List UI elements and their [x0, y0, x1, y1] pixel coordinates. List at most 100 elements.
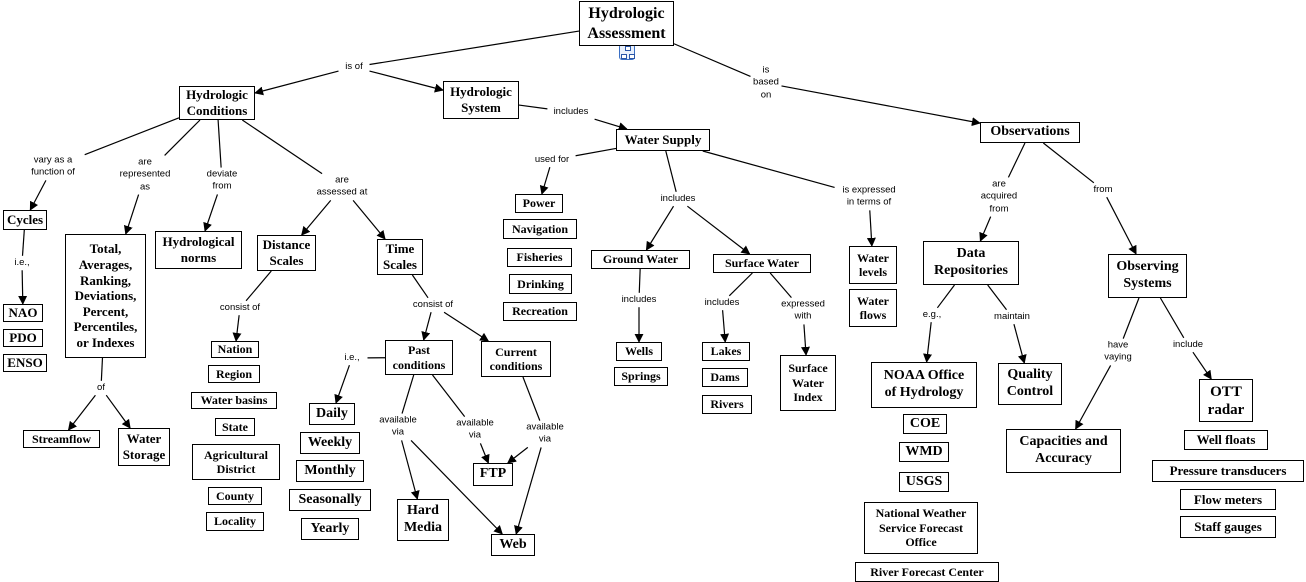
- concept-map-icon[interactable]: [619, 44, 635, 60]
- concept-node-flow-meters[interactable]: Flow meters: [1180, 489, 1276, 510]
- concept-node-pdo[interactable]: PDO: [3, 329, 43, 347]
- concept-node-surface-water[interactable]: Surface Water: [713, 254, 811, 273]
- edge-hydro-cond-to-vary: [84, 117, 180, 156]
- edge-assessed-to-distance-scales: [301, 200, 332, 236]
- link-label-include-obs: include: [1171, 338, 1205, 352]
- link-label-used-for: used for: [533, 153, 571, 167]
- link-label-expressed-terms: is expressed in terms of: [841, 184, 897, 210]
- link-label-of: of: [96, 381, 106, 395]
- link-label-consist-time: consist of: [411, 298, 455, 312]
- concept-node-web[interactable]: Web: [491, 534, 535, 556]
- link-label-from: from: [1092, 183, 1114, 197]
- edge-totals-to-of: [100, 357, 104, 381]
- concept-node-drinking[interactable]: Drinking: [509, 274, 572, 294]
- concept-node-wmd[interactable]: WMD: [899, 442, 949, 462]
- concept-node-usgs[interactable]: USGS: [899, 472, 949, 492]
- concept-node-water-storage[interactable]: Water Storage: [118, 428, 170, 466]
- edge-acquired-to-data-repos: [979, 216, 992, 242]
- link-label-deviate: deviate from: [205, 168, 239, 194]
- link-label-eg: e.g.,: [921, 308, 943, 322]
- concept-node-hard-media[interactable]: Hard Media: [397, 499, 449, 541]
- edge-hydro-assess-to-is-of: [369, 30, 580, 66]
- edge-past-cond-to-avail-1: [401, 374, 415, 414]
- concept-node-noaa-ohd[interactable]: NOAA Office of Hydrology: [871, 362, 977, 408]
- concept-node-navigation[interactable]: Navigation: [503, 219, 577, 239]
- concept-node-fisheries[interactable]: Fisheries: [507, 248, 572, 267]
- concept-node-water-flows[interactable]: Water flows: [849, 289, 897, 327]
- concept-node-rfc[interactable]: River Forecast Center: [855, 562, 999, 582]
- concept-node-daily[interactable]: Daily: [309, 403, 355, 425]
- concept-node-observations[interactable]: Observations: [980, 122, 1080, 143]
- concept-node-seasonally[interactable]: Seasonally: [289, 489, 371, 511]
- concept-node-water-levels[interactable]: Water levels: [849, 246, 897, 284]
- concept-node-ftp[interactable]: FTP: [473, 463, 513, 486]
- concept-node-totals[interactable]: Total, Averages, Ranking, Deviations, Pe…: [65, 234, 146, 358]
- concept-node-recreation[interactable]: Recreation: [503, 302, 577, 321]
- edge-observations-to-acquired: [1007, 142, 1026, 178]
- edge-surface-water-to-includes-sw: [728, 272, 753, 297]
- concept-node-capacities[interactable]: Capacities and Accuracy: [1006, 429, 1121, 473]
- concept-node-county[interactable]: County: [208, 487, 262, 505]
- concept-node-nws-wfo[interactable]: National Weather Service Forecast Office: [864, 502, 978, 554]
- concept-node-hydro-assess[interactable]: Hydrologic Assessment: [579, 1, 674, 46]
- concept-node-hydro-cond[interactable]: Hydrologic Conditions: [179, 86, 255, 120]
- edge-observing-sys-to-include-obs: [1159, 297, 1185, 339]
- edge-ground-water-to-includes-gw: [638, 268, 641, 293]
- concept-node-power[interactable]: Power: [515, 194, 563, 213]
- edge-hydro-assess-to-is-based-on: [673, 43, 751, 77]
- concept-node-ag-district[interactable]: Agricultural District: [192, 444, 280, 480]
- link-label-vary: vary as a function of: [30, 154, 76, 180]
- concept-node-weekly[interactable]: Weekly: [300, 432, 360, 454]
- edge-is-of-to-hydro-cond: [254, 70, 339, 96]
- link-label-includes-sys: includes: [552, 105, 590, 119]
- concept-node-locality[interactable]: Locality: [206, 512, 264, 531]
- concept-node-staff-gauges[interactable]: Staff gauges: [1180, 516, 1276, 538]
- concept-node-springs[interactable]: Springs: [614, 367, 668, 386]
- concept-node-time-scales[interactable]: Time Scales: [377, 239, 423, 275]
- concept-node-observing-sys[interactable]: Observing Systems: [1108, 254, 1187, 298]
- concept-node-dams[interactable]: Dams: [702, 368, 748, 387]
- edge-cycles-to-ie-cycles: [21, 229, 25, 256]
- concept-node-cycles[interactable]: Cycles: [3, 210, 47, 230]
- link-label-avail-2: available via: [455, 417, 495, 443]
- concept-node-ground-water[interactable]: Ground Water: [591, 250, 690, 269]
- concept-node-hydro-norms[interactable]: Hydrological norms: [155, 231, 242, 269]
- link-label-is-of: is of: [344, 60, 364, 74]
- concept-node-quality-control[interactable]: Quality Control: [998, 363, 1062, 405]
- concept-node-pressure-trans[interactable]: Pressure transducers: [1152, 460, 1304, 482]
- edge-hydro-sys-to-includes-sys: [518, 104, 548, 110]
- concept-node-state[interactable]: State: [215, 418, 255, 436]
- concept-node-past-cond[interactable]: Past conditions: [385, 340, 453, 375]
- concept-node-rivers[interactable]: Rivers: [702, 395, 752, 414]
- concept-node-ott-radar[interactable]: OTT radar: [1199, 379, 1253, 422]
- concept-node-distance-scales[interactable]: Distance Scales: [257, 235, 316, 271]
- concept-node-current-cond[interactable]: Current conditions: [481, 341, 551, 377]
- edge-water-supply-to-used-for: [575, 147, 617, 157]
- link-label-represented: are represented as: [118, 156, 172, 194]
- concept-node-yearly[interactable]: Yearly: [301, 518, 359, 540]
- concept-node-data-repos[interactable]: Data Repositories: [923, 241, 1019, 285]
- concept-node-swi[interactable]: Surface Water Index: [780, 355, 836, 411]
- edge-have-vaying-to-capacities: [1075, 365, 1112, 430]
- edge-ie-cycles-to-nao: [18, 270, 28, 305]
- link-label-assessed: are assessed at: [315, 174, 369, 200]
- concept-node-water-basins[interactable]: Water basins: [191, 392, 277, 409]
- concept-node-water-supply[interactable]: Water Supply: [616, 129, 710, 151]
- concept-node-well-floats[interactable]: Well floats: [1184, 430, 1268, 450]
- concept-node-nao[interactable]: NAO: [3, 304, 43, 322]
- concept-node-wells[interactable]: Wells: [616, 342, 662, 361]
- concept-node-coe[interactable]: COE: [903, 414, 947, 434]
- concept-node-enso[interactable]: ENSO: [3, 354, 47, 372]
- link-label-is-based-on: is based on: [752, 64, 780, 102]
- concept-node-region[interactable]: Region: [208, 365, 260, 383]
- concept-node-streamflow[interactable]: Streamflow: [23, 430, 100, 448]
- concept-node-lakes[interactable]: Lakes: [702, 342, 750, 361]
- edge-surface-water-to-expressed-with: [769, 272, 792, 298]
- concept-node-hydro-sys[interactable]: Hydrologic System: [443, 81, 519, 119]
- concept-node-nation[interactable]: Nation: [211, 341, 259, 358]
- concept-node-monthly[interactable]: Monthly: [296, 460, 364, 482]
- edge-time-scales-to-consist-time: [411, 274, 429, 299]
- edge-includes-ws-to-surface-water: [687, 205, 751, 255]
- edge-from-to-observing-sys: [1106, 196, 1137, 255]
- link-label-acquired: are acquired from: [979, 178, 1019, 216]
